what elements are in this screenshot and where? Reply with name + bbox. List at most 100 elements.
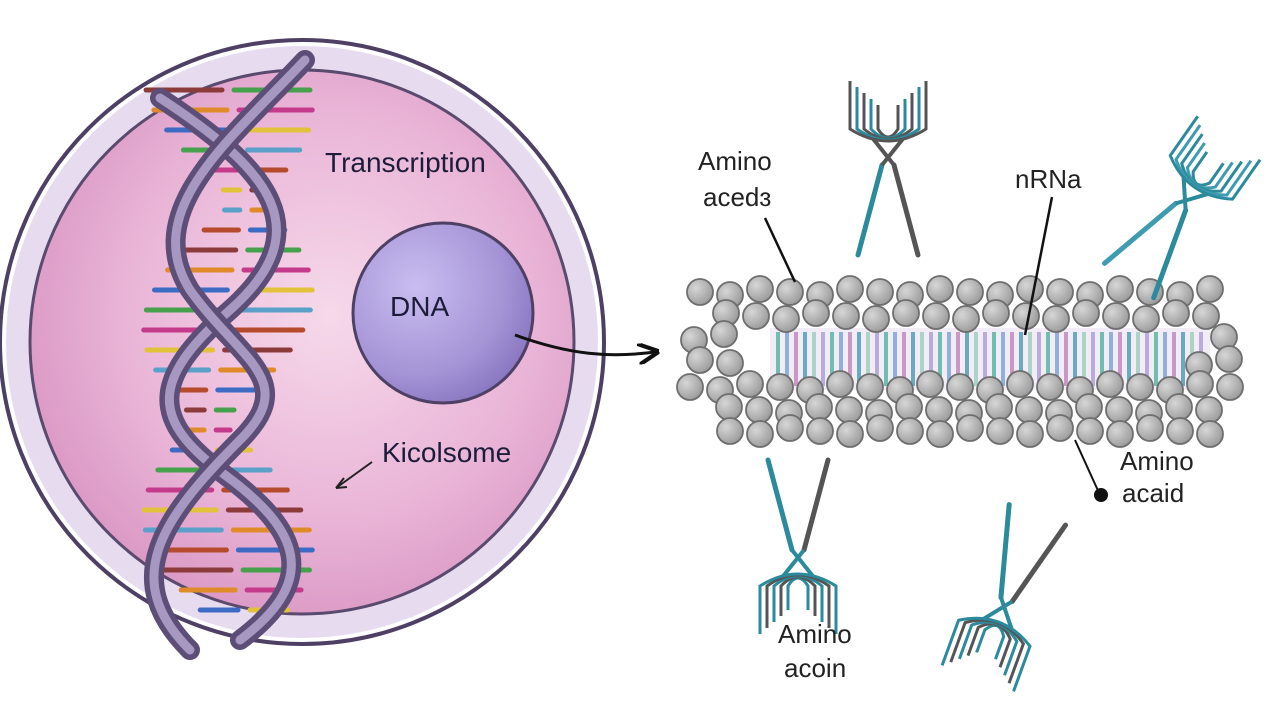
trna-arm	[1168, 115, 1262, 201]
ribosome-bead	[1196, 275, 1224, 303]
ribosome-bead	[716, 417, 744, 445]
ribosome-bead	[1136, 414, 1164, 442]
ribosome-bead	[1042, 305, 1070, 333]
ribosome-bead	[716, 349, 744, 377]
ribosome-bead	[1015, 396, 1043, 424]
ribosome-bead	[1196, 420, 1224, 448]
ribosome-bead	[952, 305, 980, 333]
ribosome-bead	[772, 305, 800, 333]
ribosome-bead	[1075, 393, 1103, 421]
ribosome-bead	[895, 393, 923, 421]
ribosome-bead	[1166, 417, 1194, 445]
ribosome-bead	[835, 396, 863, 424]
mrna-pointer	[1023, 196, 1054, 336]
nucleus	[351, 221, 535, 405]
ribosome-bead	[1162, 299, 1190, 327]
ribosome-bead	[1076, 417, 1104, 445]
trna-stem	[1151, 207, 1189, 301]
trna-stem	[765, 457, 795, 553]
ribosome-bead	[1106, 275, 1134, 303]
ribosome-bead	[1046, 414, 1074, 442]
amino-acid-top-label-line2: acedɜ	[703, 182, 771, 212]
amino-acid-right-label-line1: Amino	[1120, 446, 1194, 476]
ribosome-bead	[836, 420, 864, 448]
amino-acid-bottom-label-line1: Amino	[778, 619, 852, 649]
trna-arm	[779, 575, 817, 616]
ribosome-bead	[805, 393, 833, 421]
trna-arm	[869, 99, 907, 140]
ribosome-bead	[896, 417, 924, 445]
ribosome-bead	[746, 420, 774, 448]
ribosome-beads	[676, 275, 1244, 448]
ribosome-bead	[956, 278, 984, 306]
ribosome-bead	[1216, 373, 1244, 401]
trna-stem	[1009, 522, 1069, 604]
amino-acid-right-pointer	[1074, 439, 1101, 496]
ribosome-bead	[926, 275, 954, 303]
ribosome-bead	[806, 417, 834, 445]
ribosome-bead	[715, 393, 743, 421]
ribosome-bead	[982, 299, 1010, 327]
ribosome-bead	[1106, 420, 1134, 448]
export-arrow	[514, 333, 655, 355]
ribosome-bead	[926, 420, 954, 448]
ribosome-bead	[676, 373, 704, 401]
ribosome-bead	[1105, 396, 1133, 424]
ribosome-bead	[916, 370, 944, 398]
amino-acid-top-label-line1: Amino	[698, 146, 772, 176]
ribosome-bead	[1215, 345, 1243, 373]
mrna-label: nRNa	[1015, 164, 1082, 194]
ribosome-bead	[986, 417, 1014, 445]
trna-stem	[891, 162, 921, 258]
ribosome-bead	[1192, 302, 1220, 330]
ribosome-bead	[802, 299, 830, 327]
ribosome-bead	[1165, 393, 1193, 421]
ribosome-bead	[776, 278, 804, 306]
ribosome-bead	[856, 373, 884, 401]
ribosome-bead	[956, 414, 984, 442]
ribosome-bead	[1096, 370, 1124, 398]
ribosome-bead	[946, 373, 974, 401]
ribosome-bead	[892, 299, 920, 327]
trna-arm	[786, 576, 810, 610]
ribosome-bead	[1072, 299, 1100, 327]
ribosome-bead	[736, 370, 764, 398]
ribosome-bead	[1006, 370, 1034, 398]
ribosome-bead	[1016, 420, 1044, 448]
ribosome-bead	[826, 370, 854, 398]
ribosome-bead	[710, 320, 738, 348]
amino-acid-top-pointer	[763, 217, 797, 283]
ribosome-bead	[1186, 370, 1214, 398]
amino-acid-right-label-line2: acaid	[1122, 478, 1184, 508]
ribosome-bead	[766, 373, 794, 401]
amino-acid-bottom-label-line2: acoin	[784, 653, 846, 683]
ribosome-bead	[686, 278, 714, 306]
ribosome-bead	[776, 414, 804, 442]
ribosome-bead	[866, 278, 894, 306]
trna-stem	[998, 502, 1012, 600]
trna-stem	[855, 162, 885, 258]
ribosome-bead	[745, 396, 773, 424]
trna-arm	[940, 616, 1032, 692]
ribosome-bead	[922, 302, 950, 330]
ribosome-bead	[866, 414, 894, 442]
ribosome-bead	[925, 396, 953, 424]
ribosome-bead	[686, 346, 714, 374]
trna-bottom-left	[758, 457, 838, 634]
ribosome-bead	[742, 302, 770, 330]
ribosome-bead	[985, 393, 1013, 421]
ribosome-bead	[836, 275, 864, 303]
trna-stem	[801, 457, 831, 553]
trna-top-right	[1102, 115, 1262, 301]
ribosome-bead	[1016, 275, 1044, 303]
trna-arm	[876, 105, 900, 139]
ribosome-pointer	[335, 461, 373, 489]
trna-bottom-right	[940, 502, 1069, 692]
ribosome-bead	[1036, 373, 1064, 401]
dna-helix	[141, 50, 315, 660]
ribosome-bead	[1132, 305, 1160, 333]
ribosome-bead	[1195, 396, 1223, 424]
ribosome-bead	[1102, 302, 1130, 330]
transcription-label: Transcription	[325, 147, 486, 178]
